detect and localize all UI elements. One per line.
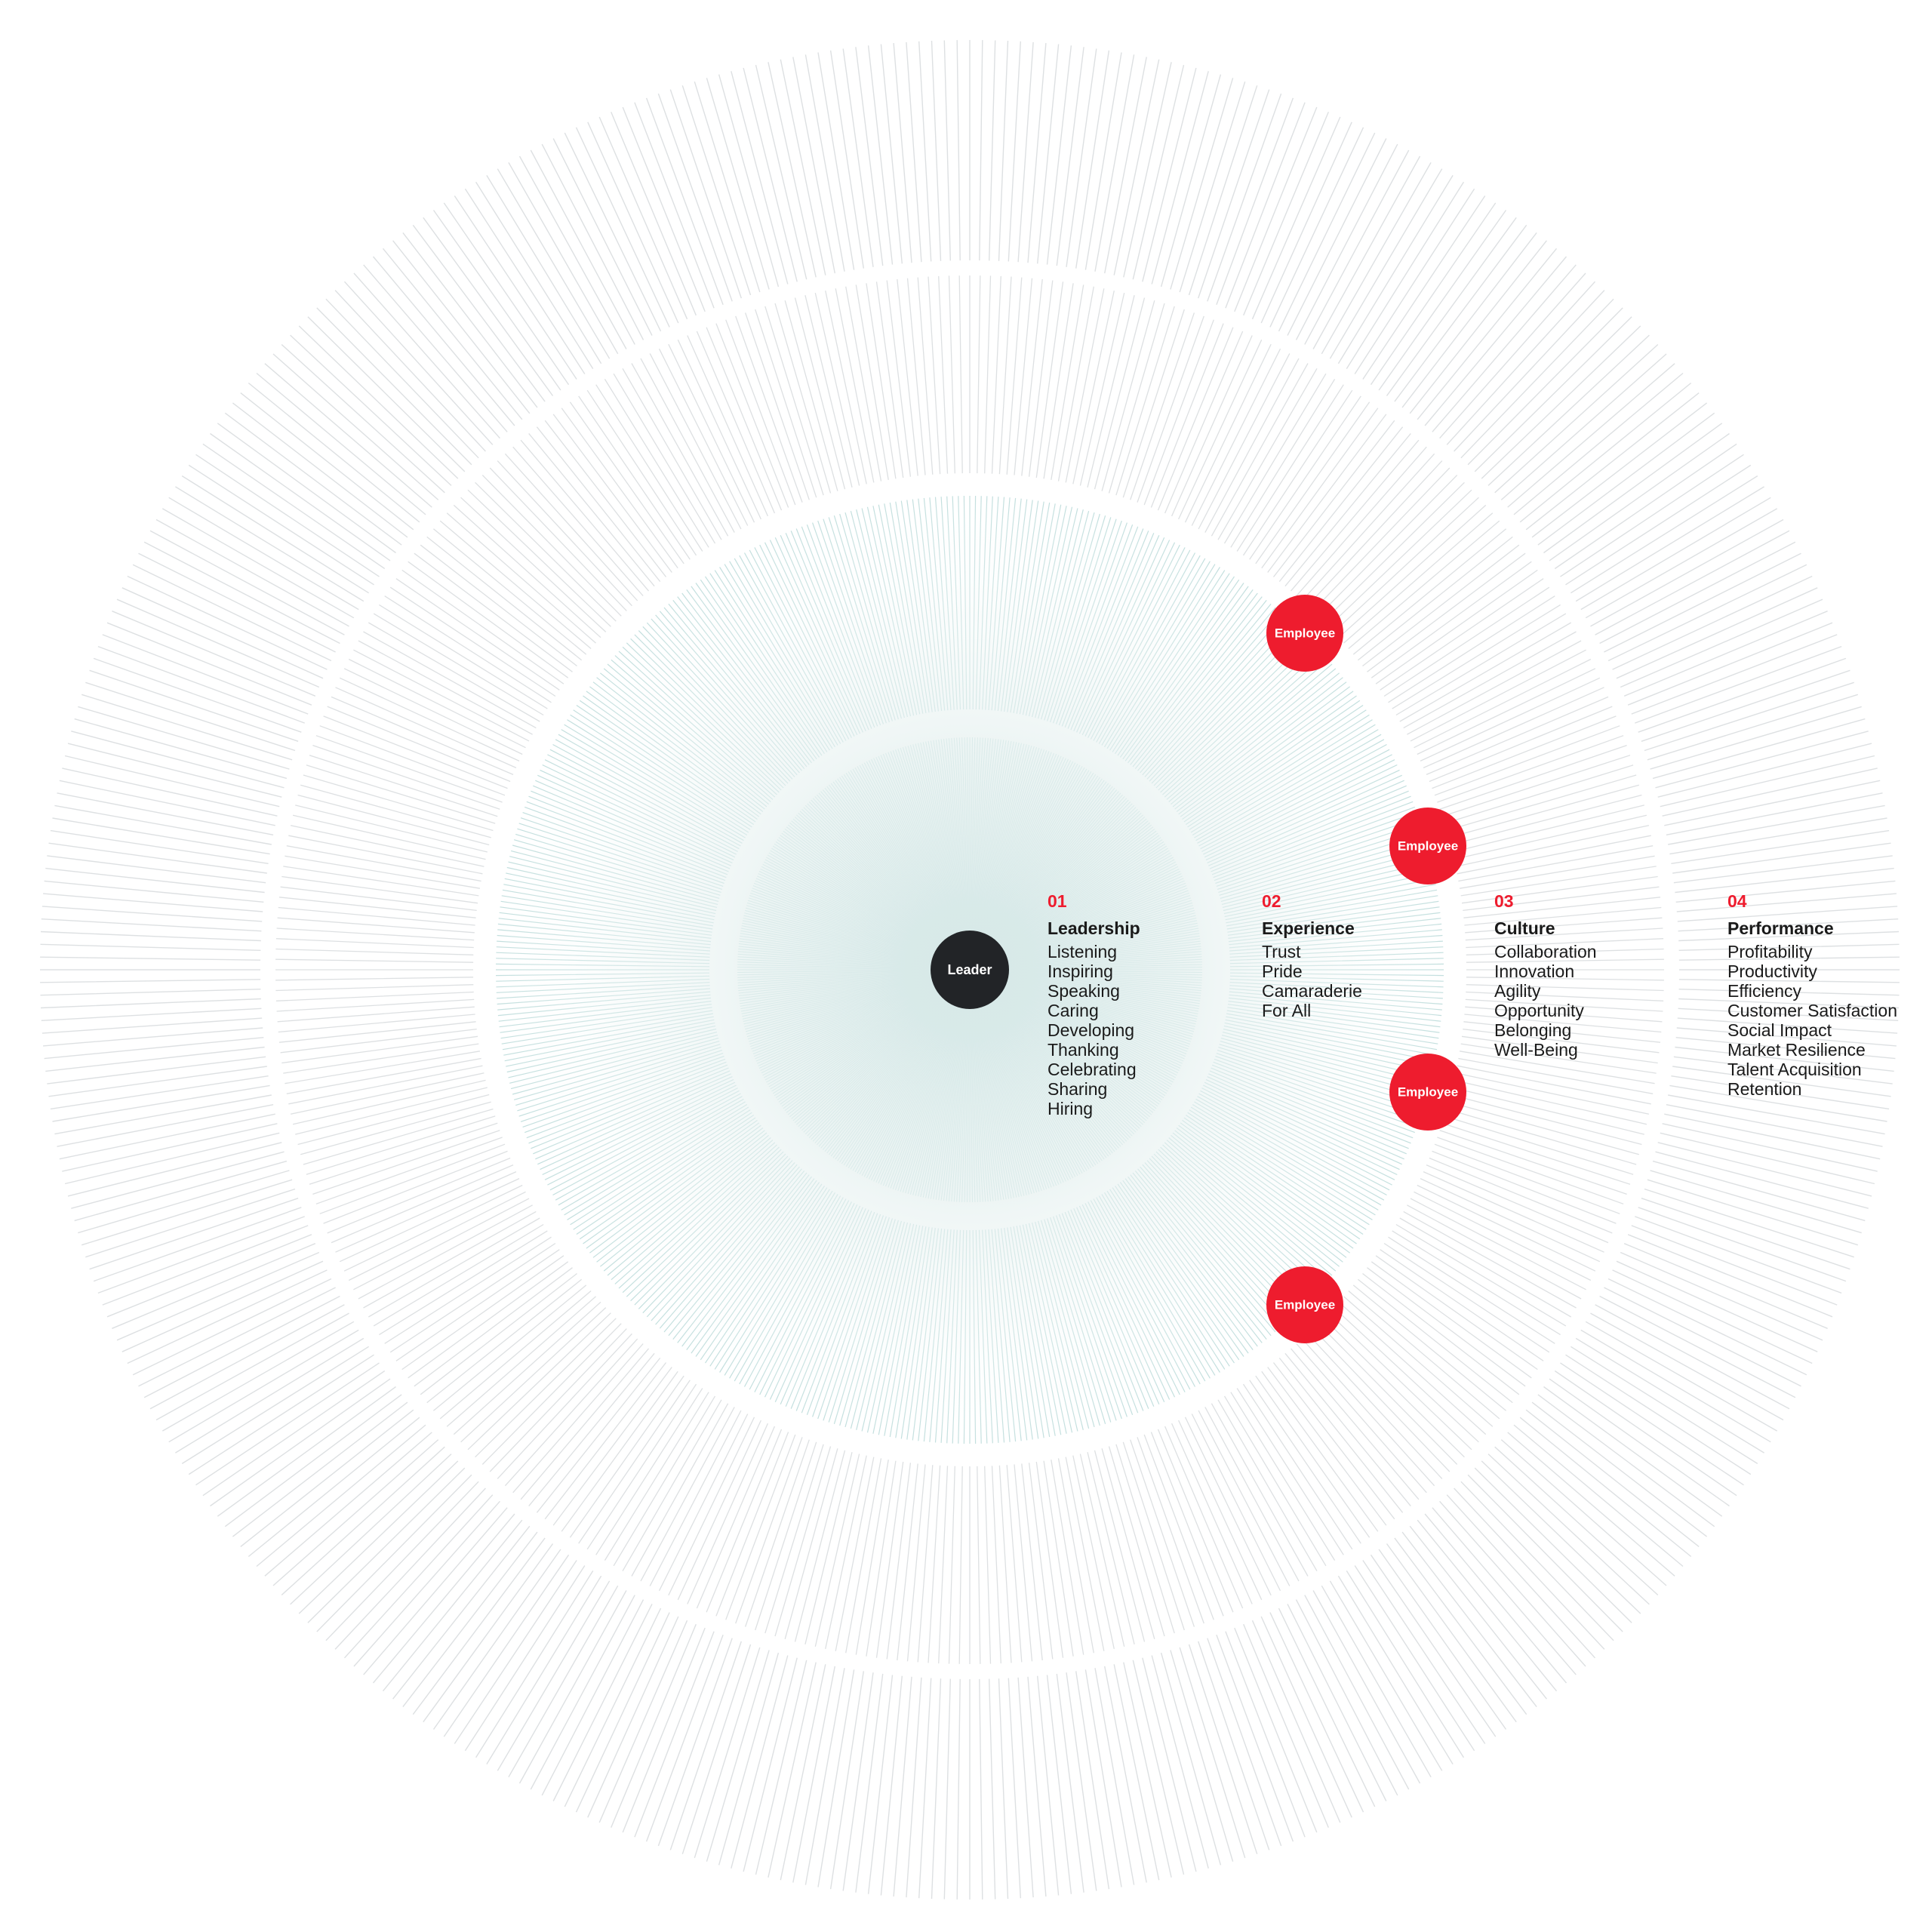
list-item: Inspiring [1048, 961, 1113, 981]
list-item: Belonging [1494, 1020, 1572, 1040]
column-item-list: Collaboration Innovation Agility Opportu… [1494, 942, 1597, 1060]
ray-lines [275, 275, 1664, 1664]
list-item: Collaboration [1494, 942, 1597, 961]
employee-label: Employee [1275, 626, 1335, 640]
column-item-list: Listening Inspiring Speaking Caring Deve… [1048, 942, 1140, 1118]
employee-node[interactable]: Employee [1266, 595, 1343, 672]
list-item: Agility [1494, 981, 1541, 1001]
column-number: 02 [1262, 891, 1281, 911]
employee-label: Employee [1275, 1297, 1335, 1312]
leader-node[interactable]: Leader [931, 931, 1009, 1009]
list-item: Developing [1048, 1020, 1135, 1040]
list-item: Retention [1727, 1079, 1802, 1099]
list-item: Profitability [1727, 942, 1813, 961]
column-title: Culture [1494, 918, 1555, 938]
column-culture: 03 Culture Collaboration Innovation Agil… [1494, 888, 1597, 1060]
column-leadership: 01 Leadership Listening Inspiring Speaki… [1048, 888, 1140, 1118]
list-item: Pride [1262, 961, 1303, 981]
list-item: Trust [1262, 942, 1301, 961]
culture-ring [275, 275, 1664, 1664]
column-number: 04 [1727, 891, 1747, 911]
column-title: Leadership [1048, 918, 1140, 938]
list-item: Sharing [1048, 1079, 1108, 1099]
employee-node[interactable]: Employee [1266, 1266, 1343, 1343]
column-title: Experience [1262, 918, 1355, 938]
list-item: For All [1262, 1001, 1312, 1020]
employee-circle [1389, 1054, 1466, 1131]
list-item: Camaraderie [1262, 981, 1362, 1001]
list-item: Hiring [1048, 1099, 1094, 1118]
leader-label: Leader [947, 962, 992, 977]
employee-circle [1389, 808, 1466, 884]
list-item: Caring [1048, 1001, 1099, 1020]
list-item: Thanking [1048, 1040, 1119, 1060]
list-item: Speaking [1048, 981, 1120, 1001]
list-item: Talent Acquisition [1727, 1060, 1862, 1079]
outer-performance-ring [40, 40, 1900, 1900]
list-item: Customer Satisfaction [1727, 1001, 1897, 1020]
list-item: Productivity [1727, 961, 1817, 981]
column-performance: 04 Performance Profitability Productivit… [1727, 888, 1897, 1099]
column-item-list: Trust Pride Camaraderie For All [1262, 942, 1362, 1020]
employee-circle [1266, 595, 1343, 672]
employee-node[interactable]: Employee [1389, 1054, 1466, 1131]
column-item-list: Profitability Productivity Efficiency Cu… [1727, 942, 1897, 1099]
ray-lines [40, 40, 1900, 1900]
column-number: 03 [1494, 891, 1514, 911]
employee-label: Employee [1398, 1084, 1458, 1099]
column-title: Performance [1727, 918, 1834, 938]
list-item: Innovation [1494, 961, 1575, 981]
leader-circle [931, 931, 1009, 1009]
list-item: Opportunity [1494, 1001, 1584, 1020]
column-number: 01 [1048, 891, 1067, 911]
list-item: Listening [1048, 942, 1118, 961]
list-item: Efficiency [1727, 981, 1802, 1001]
employee-node[interactable]: Employee [1389, 808, 1466, 884]
list-item: Well-Being [1494, 1040, 1578, 1060]
list-item: Social Impact [1727, 1020, 1832, 1040]
employee-circle [1266, 1266, 1343, 1343]
list-item: Celebrating [1048, 1060, 1137, 1079]
column-experience: 02 Experience Trust Pride Camaraderie Fo… [1262, 888, 1362, 1020]
employee-label: Employee [1398, 838, 1458, 853]
list-item: Market Resilience [1727, 1040, 1866, 1060]
